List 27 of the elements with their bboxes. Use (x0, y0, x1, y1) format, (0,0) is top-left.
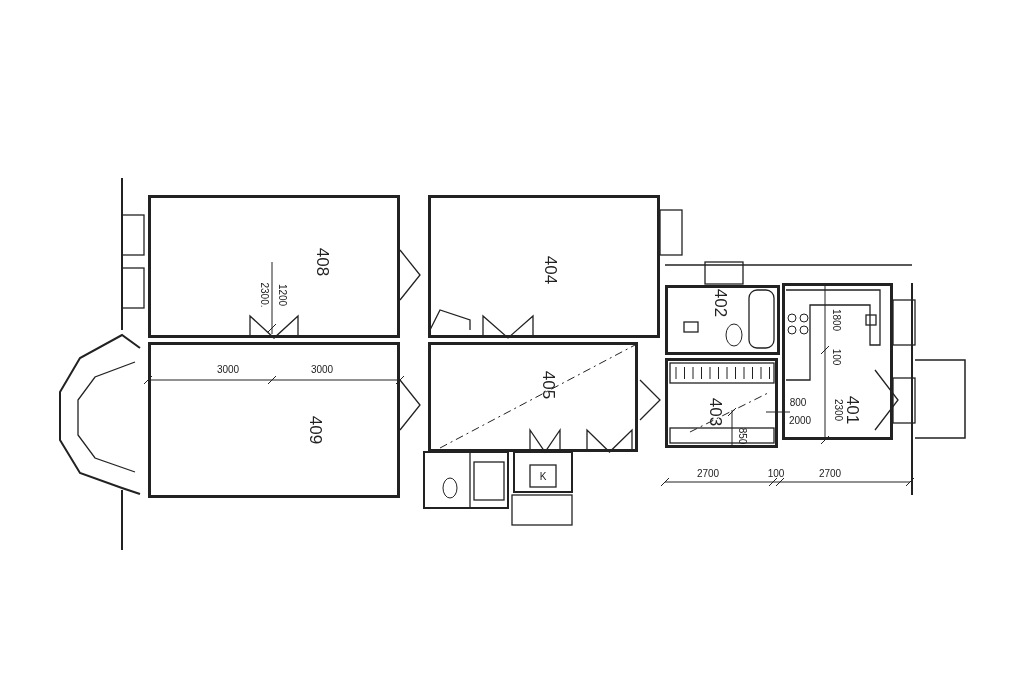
dimension-label: 2700 (696, 469, 720, 479)
dimension-label: 3000 (310, 365, 334, 375)
room-number: 405 (539, 370, 557, 400)
dimension-label: 3000 (216, 365, 240, 375)
dimension-label: 800 (789, 398, 807, 408)
dimension-label: 1800 (831, 308, 841, 332)
dimension-label: 2000 (788, 416, 812, 426)
room-number: 408 (313, 247, 331, 277)
room-number: 401 (843, 395, 861, 425)
room-number: 404 (541, 255, 559, 285)
room (782, 283, 893, 440)
dimension-label: 100 (767, 469, 785, 479)
room-number: 402 (711, 288, 729, 318)
room (148, 342, 400, 498)
dimension-label: 2700 (818, 469, 842, 479)
dimension-label: 100 (831, 348, 841, 366)
room (665, 285, 780, 355)
dimension-label: 2300 (833, 398, 843, 422)
room (428, 195, 660, 338)
room-number: 409 (306, 415, 324, 445)
room (665, 358, 778, 448)
room-number: 403 (706, 397, 724, 427)
fixture-mark: K (539, 472, 547, 482)
room (148, 195, 400, 338)
dimension-label: 1200 (277, 283, 287, 307)
dimension-label: 2300. (259, 282, 269, 308)
room (428, 342, 638, 452)
